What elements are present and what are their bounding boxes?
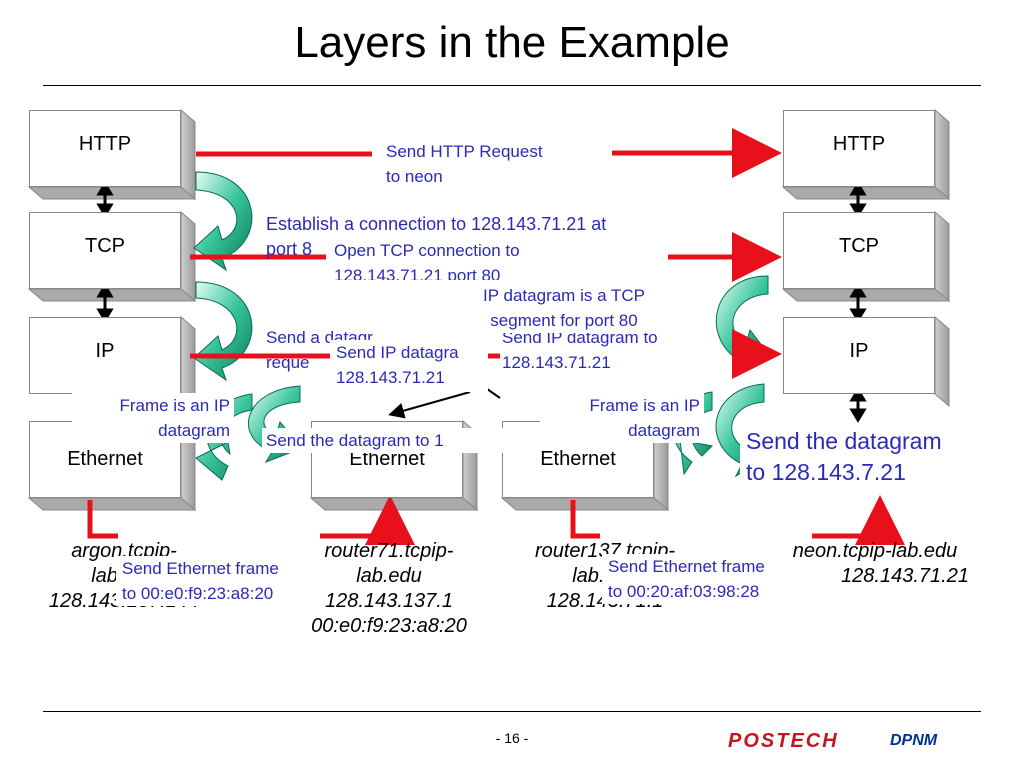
eth-frame-right-line1: Send Ethernet frame	[608, 557, 765, 576]
send-ip-datagram-line1: Send IP datagra	[336, 343, 459, 362]
router71-name-2: lab.edu	[356, 565, 422, 587]
eth-frame-left-line1: Send Ethernet frame	[122, 559, 279, 578]
right-ip-label: IP	[849, 340, 869, 362]
box-sides	[27, 108, 951, 512]
router71-ethernet-label: Ethernet	[349, 448, 425, 470]
frame-left-line2: datagram	[158, 421, 230, 440]
ip-datagram-tcp-line1: IP datagram is a TCP	[483, 286, 645, 305]
open-tcp-note: Open TCP connection to 128.143.71.21 por…	[326, 238, 528, 280]
left-tcp-label: TCP	[85, 235, 125, 257]
neon-ip: 128.143.71.21	[841, 565, 969, 587]
left-ip-box: IP	[29, 317, 181, 394]
eth-frame-left-line2: to 00:e0:f9:23:a8:20	[122, 584, 274, 603]
eth-frame-right-line2: to 00:20:af:03:98:28	[608, 582, 760, 601]
neon-name: neon.tcpip-lab.edu	[792, 540, 958, 562]
frame-right-note: Frame is an IP datagram	[540, 393, 704, 443]
layer-connectors	[96, 181, 867, 423]
frame-right-line2: datagram	[628, 421, 700, 440]
http-request-note: Send HTTP Request to neon	[386, 139, 543, 189]
right-http-box: HTTP	[783, 110, 935, 187]
neon-host-label: neon.tcpip-lab.edu 128.143.71.21	[770, 539, 980, 589]
establish-line2: port 8	[266, 239, 313, 259]
slide-title: Layers in the Example	[294, 18, 730, 67]
send-datagram-big-line2: to 128.143.7.21	[746, 459, 906, 485]
establish-line1: Establish a connection to 128.143.71.21 …	[266, 214, 607, 234]
send-datagram-big-note: Send the datagram to 128.143.7.21	[740, 426, 948, 488]
establish-note: Establish a connection to 128.143.71.21 …	[266, 212, 606, 262]
send-ip-datagram-note: Send IP datagra 128.143.71.21	[330, 340, 488, 392]
ip-datagram-tcp-line2: segment for port 80	[490, 311, 638, 330]
router137-ethernet-label: Ethernet	[540, 448, 616, 470]
left-ip-label: IP	[95, 340, 115, 362]
send-datagram-big-line1: Send the datagram	[746, 428, 942, 454]
send-ip-datagram-right-line2: 128.143.71.21	[502, 353, 611, 372]
send-ip-datagram-line2: 128.143.71.21	[336, 368, 445, 387]
open-tcp-line1: Open TCP connection to	[334, 241, 520, 260]
frame-left-note: Frame is an IP datagram	[72, 393, 234, 443]
left-http-box: HTTP	[29, 110, 181, 187]
router71-ip: 128.143.137.1	[325, 590, 453, 612]
right-tcp-label: TCP	[839, 235, 879, 257]
eth-frame-right-note: Send Ethernet frame to 00:20:af:03:98:28	[602, 554, 771, 604]
router71-mac: 00:e0:f9:23:a8:20	[311, 615, 467, 637]
send-datagram-left-line2: reque	[266, 353, 310, 372]
left-tcp-box: TCP	[29, 212, 181, 289]
right-http-label: HTTP	[832, 133, 886, 155]
left-http-label: HTTP	[78, 133, 132, 155]
postech-logo: POSTECH	[728, 730, 839, 752]
right-tcp-box: TCP	[783, 212, 935, 289]
send-datagram-to-note: Send the datagram to 1	[262, 428, 514, 453]
right-ip-box: IP	[783, 317, 935, 394]
red-arrows	[87, 128, 905, 545]
title-divider	[43, 85, 981, 86]
open-tcp-line2: 128.143.71.21 port 80	[334, 266, 501, 280]
frame-left-line1: Frame is an IP	[119, 396, 230, 415]
http-request-line1: Send HTTP Request	[386, 142, 543, 161]
page-number: - 16 -	[495, 730, 529, 746]
dpnm-logo: DPNM	[890, 732, 938, 749]
frame-right-line1: Frame is an IP	[589, 396, 700, 415]
footer-divider	[43, 711, 981, 712]
http-request-line2: to neon	[386, 167, 443, 186]
left-ethernet-label: Ethernet	[67, 448, 143, 470]
router71-host-label: router71.tcpip- lab.edu 128.143.137.1 00…	[284, 539, 494, 639]
ip-datagram-tcp-note: IP datagram is a TCP segment for port 80	[440, 283, 688, 333]
router71-name-1: router71.tcpip-	[324, 540, 454, 562]
eth-frame-left-note: Send Ethernet frame to 00:e0:f9:23:a8:20	[116, 556, 285, 606]
